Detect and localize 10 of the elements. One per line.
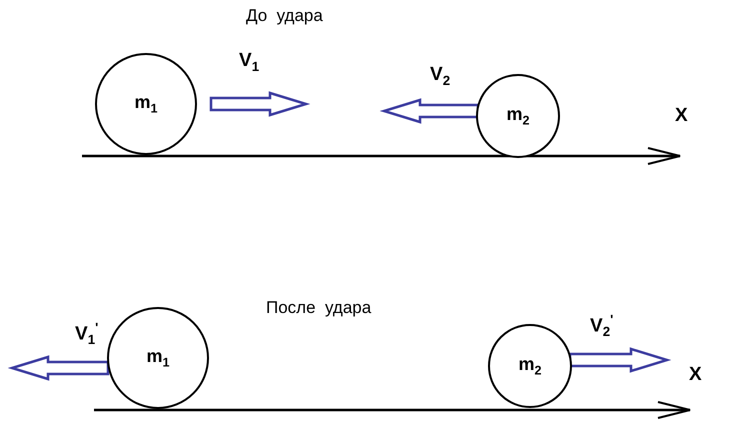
velocity-label: V$_{1}$	[239, 50, 260, 74]
mass-label: m$_{2}$	[506, 104, 530, 128]
axis-label: X	[675, 105, 688, 127]
mass-label: m$_{1}$	[134, 92, 158, 116]
mass-label: m$_{2}$	[518, 354, 542, 378]
mass-label: m$_{1}$	[146, 346, 170, 370]
axis-label: X	[689, 364, 702, 386]
panel-heading: После удара	[266, 298, 372, 318]
panel-heading: До удара	[246, 6, 323, 26]
velocity-label: V$_{2}$	[430, 64, 450, 88]
